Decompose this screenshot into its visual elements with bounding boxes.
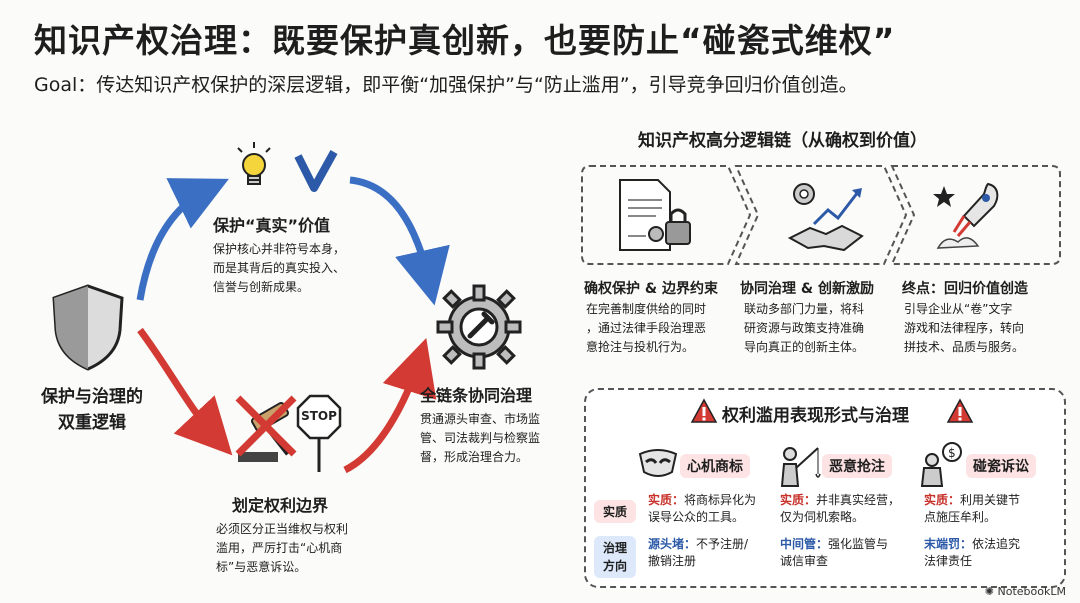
type-label-1: 心机商标 — [680, 454, 750, 478]
row-label-direction-line: 方向 — [602, 559, 627, 573]
chain-step-desc-line: 导向真正的创新主体。 — [744, 340, 865, 354]
center-label: 保护与治理的 双重逻辑 — [22, 384, 162, 436]
warning-icon — [946, 398, 974, 423]
governance-cell-1: 源头堵：不予注册/ 撤销注册 — [648, 536, 778, 570]
brand-footer: ✺ NotebookLM — [985, 585, 1066, 598]
stop-sign-text: STOP — [301, 409, 337, 423]
handshake-growth-icon — [787, 183, 864, 252]
boundary-desc: 必须区分正当维权与权利 滥用，严厉打击“心机商 标”与恶意诉讼。 — [216, 520, 396, 577]
chain-step-3-title: 终点：回归价值创造 — [902, 281, 1028, 297]
protect-desc-line: 保护核心并非符号本身， — [213, 242, 346, 256]
chain-step-desc-line: 在完善制度供给的同时 — [586, 302, 707, 316]
center-label-line1: 保护与治理的 — [41, 387, 143, 407]
essence-cell-2: 实质：并非真实经营， 仅为伺机索略。 — [780, 492, 920, 526]
governance-text: 依法追究 — [972, 537, 1021, 551]
money-person-icon: $ — [920, 442, 962, 487]
governance-key: 源头堵： — [648, 537, 697, 551]
chain-step-desc-line: 意抢注与投机行为。 — [586, 340, 695, 354]
governance-text: 诚信审查 — [780, 554, 829, 568]
notebooklm-logo-icon: ✺ — [984, 585, 995, 598]
chain-desc-line: 督，形成治理合力。 — [420, 450, 529, 464]
chain-step-1-desc: 在完善制度供给的同时 ，通过法律手段治理恶 意抢注与投机行为。 — [586, 300, 736, 357]
mask-icon — [638, 449, 678, 477]
essence-text: 点施压牟利。 — [924, 510, 997, 524]
chain-step-desc-line: 联动多部门力量，将科 — [744, 302, 865, 316]
checkmark-icon — [294, 150, 338, 192]
abuse-title: 权利滥用表现形式与治理 — [722, 406, 909, 426]
essence-cell-1: 实质：将商标异化为 误导公众的工具。 — [648, 492, 778, 526]
governance-text: 法律责任 — [924, 554, 973, 568]
essence-text: 利用关键节 — [960, 493, 1021, 507]
chain-step-desc-line: 拼技术、品质与服务。 — [904, 340, 1025, 354]
governance-text: 不予注册/ — [696, 537, 749, 551]
chain-step-desc-line: ，通过法律手段治理恶 — [586, 321, 707, 335]
gavel-crossed-icon — [235, 395, 297, 462]
fishing-person-icon — [780, 447, 821, 487]
arrow-protect-to-chain — [349, 176, 450, 306]
lightbulb-icon — [237, 142, 271, 185]
chain-title: 全链条协同治理 — [420, 386, 533, 405]
essence-cell-3: 实质：利用关键节 点施压牟利。 — [924, 492, 1054, 526]
row-label-direction-line: 治理 — [602, 541, 627, 555]
chain-step-desc-line: 引导企业从“卷”文字 — [904, 302, 1013, 316]
essence-text: 仅为伺机索略。 — [780, 510, 865, 524]
governance-key: 中间管： — [780, 537, 829, 551]
governance-text: 强化监管与 — [828, 537, 889, 551]
row-label-direction: 治理 方向 — [594, 536, 636, 578]
boundary-desc-line: 必须区分正当维权与权利 — [216, 522, 349, 536]
essence-key: 实质： — [780, 493, 817, 507]
governance-text: 撤销注册 — [648, 554, 697, 568]
chain-step-2-desc: 联动多部门力量，将科 研资源与政策支持准确 导向真正的创新主体。 — [744, 300, 894, 357]
chain-step-1-title: 确权保护 & 边界约束 — [584, 281, 718, 297]
essence-text: 并非真实经营， — [816, 493, 901, 507]
warning-icon — [690, 398, 718, 423]
type-label-3: 碰瓷诉讼 — [966, 454, 1036, 478]
essence-key: 实质： — [924, 493, 961, 507]
shield-icon — [52, 284, 124, 371]
arrow-boundary-to-chain — [343, 337, 437, 474]
protect-desc-line: 信誉与创新成果。 — [213, 280, 310, 294]
logic-chain-arrows — [581, 165, 1061, 265]
rocket-icon — [933, 182, 999, 249]
essence-key: 实质： — [648, 493, 685, 507]
arrow-shield-to-protect — [136, 178, 229, 301]
chain-step-desc-line: 研资源与政策支持准确 — [744, 321, 865, 335]
boundary-desc-line: 滥用，严厉打击“心机商 — [216, 541, 343, 555]
governance-key: 末端罚： — [924, 537, 973, 551]
essence-text: 误导公众的工具。 — [648, 510, 745, 524]
chain-desc: 贯通源头审查、市场监 管、司法裁判与检察监 督，形成治理合力。 — [420, 410, 570, 467]
svg-text:$: $ — [948, 446, 956, 460]
goal-text: Goal：传达知识产权保护的深层逻辑，即平衡“加强保护”与“防止滥用”，引导竞争… — [34, 74, 858, 96]
arrow-shield-to-boundary — [137, 327, 233, 456]
protect-desc-line: 而是其背后的真实投入、 — [213, 261, 346, 275]
boundary-desc-line: 标”与恶意诉讼。 — [216, 560, 307, 574]
protect-desc: 保护核心并非符号本身， 而是其背后的真实投入、 信誉与创新成果。 — [213, 240, 393, 297]
abuse-panel — [584, 388, 1066, 588]
document-lock-icon — [619, 179, 691, 251]
type-label-2: 恶意抢注 — [822, 454, 892, 478]
gear-wrench-icon — [436, 284, 522, 370]
chain-desc-line: 贯通源头审查、市场监 — [420, 412, 541, 426]
logic-chain-title: 知识产权高分逻辑链（从确权到价值） — [638, 131, 927, 151]
protect-title: 保护“真实”价值 — [213, 216, 331, 235]
row-label-essence: 实质 — [594, 500, 636, 523]
center-label-line2: 双重逻辑 — [58, 413, 126, 433]
chain-step-3-desc: 引导企业从“卷”文字 游戏和法律程序，转向 拼技术、品质与服务。 — [904, 300, 1064, 357]
stop-sign-icon — [296, 394, 342, 472]
page-title: 知识产权治理：既要保护真创新，也要防止“碰瓷式维权” — [34, 21, 896, 60]
chain-step-2-title: 协同治理 & 创新激励 — [740, 281, 874, 297]
governance-cell-2: 中间管：强化监管与 诚信审查 — [780, 536, 920, 570]
essence-text: 将商标异化为 — [684, 493, 757, 507]
governance-cell-3: 末端罚：依法追究 法律责任 — [924, 536, 1054, 570]
brand-name: NotebookLM — [997, 585, 1066, 598]
boundary-title: 划定权利边界 — [232, 496, 329, 515]
chain-step-desc-line: 游戏和法律程序，转向 — [904, 321, 1025, 335]
chain-desc-line: 管、司法裁判与检察监 — [420, 431, 541, 445]
